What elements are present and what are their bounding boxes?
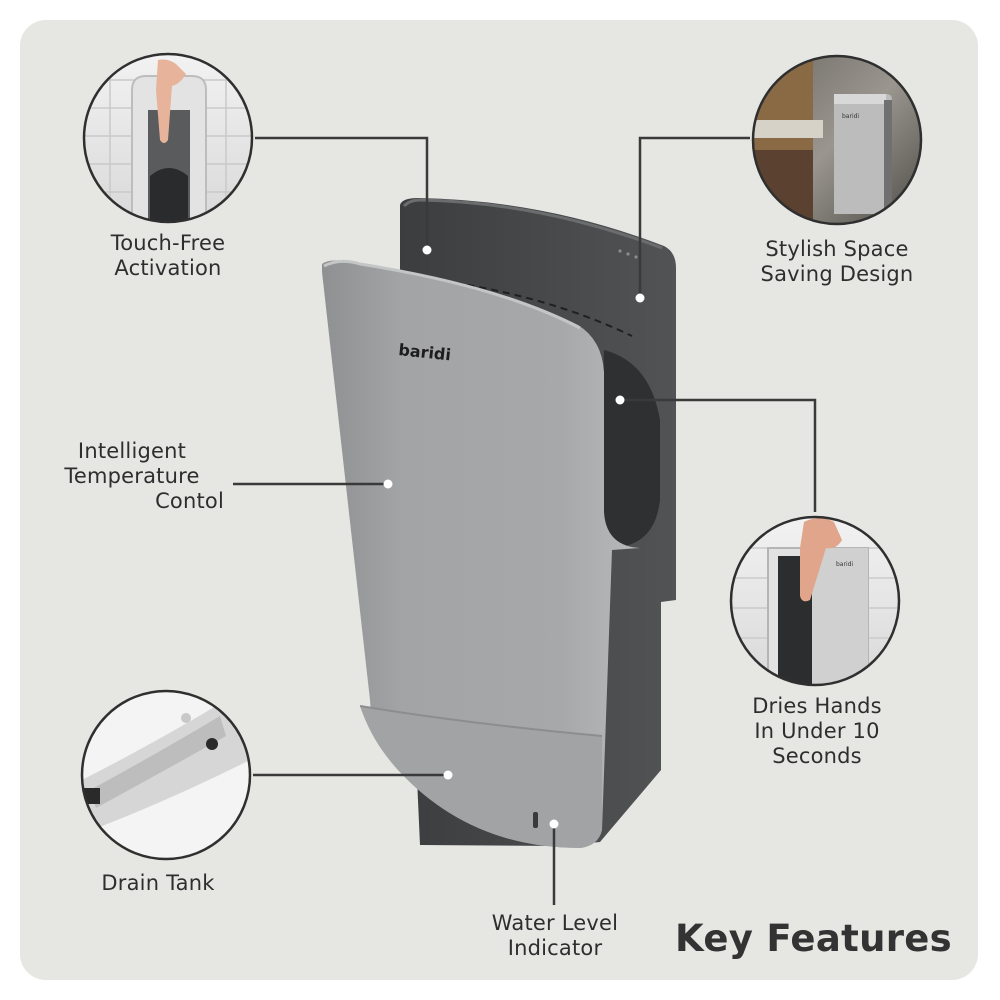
leader-stylish <box>638 136 750 298</box>
dryer-drain-seam <box>359 705 603 737</box>
leader-dots <box>383 245 645 829</box>
page-title: Key Features <box>675 917 952 960</box>
drain-photo <box>82 691 250 859</box>
touch-free-photo <box>84 54 252 222</box>
dot-touch-free <box>422 245 432 255</box>
dryer-top-lip <box>402 198 663 250</box>
dryer-water-window <box>533 812 538 828</box>
dot-dries <box>615 395 625 405</box>
dot-temperature <box>383 479 393 489</box>
dryer-led-1 <box>618 249 622 253</box>
dryer-front-panel <box>322 260 640 848</box>
dries-photo: baridi <box>731 517 899 685</box>
label-water: Water Level Indicator <box>491 911 619 960</box>
touch-free-photo-border <box>82 52 254 224</box>
dryer-drain-section <box>360 706 602 848</box>
svg-text:baridi: baridi <box>836 561 853 568</box>
dot-water <box>549 819 559 829</box>
label-touch-free: Touch-Free Activation <box>110 231 226 280</box>
label-temperature: Intelligent Temperature Contol <box>64 439 224 513</box>
dot-stylish <box>635 293 645 303</box>
dot-drain <box>443 770 453 780</box>
label-stylish: Stylish Space Saving Design <box>760 237 914 286</box>
dryer-led-2 <box>626 252 630 256</box>
leader-touch-free <box>255 136 429 250</box>
leader-lines <box>233 136 817 905</box>
leader-dries <box>620 398 817 512</box>
svg-text:baridi: baridi <box>842 113 859 120</box>
dries-photo-border <box>729 515 901 687</box>
drain-photo-border <box>80 689 252 861</box>
label-dries: Dries Hands In Under 10 Seconds <box>752 694 882 768</box>
dryer-led-3 <box>634 255 638 259</box>
label-drain: Drain Tank <box>101 871 215 895</box>
stylish-photo-border <box>751 54 923 226</box>
hand-dryer: baridi <box>322 198 676 848</box>
dryer-front-edge <box>323 259 581 330</box>
